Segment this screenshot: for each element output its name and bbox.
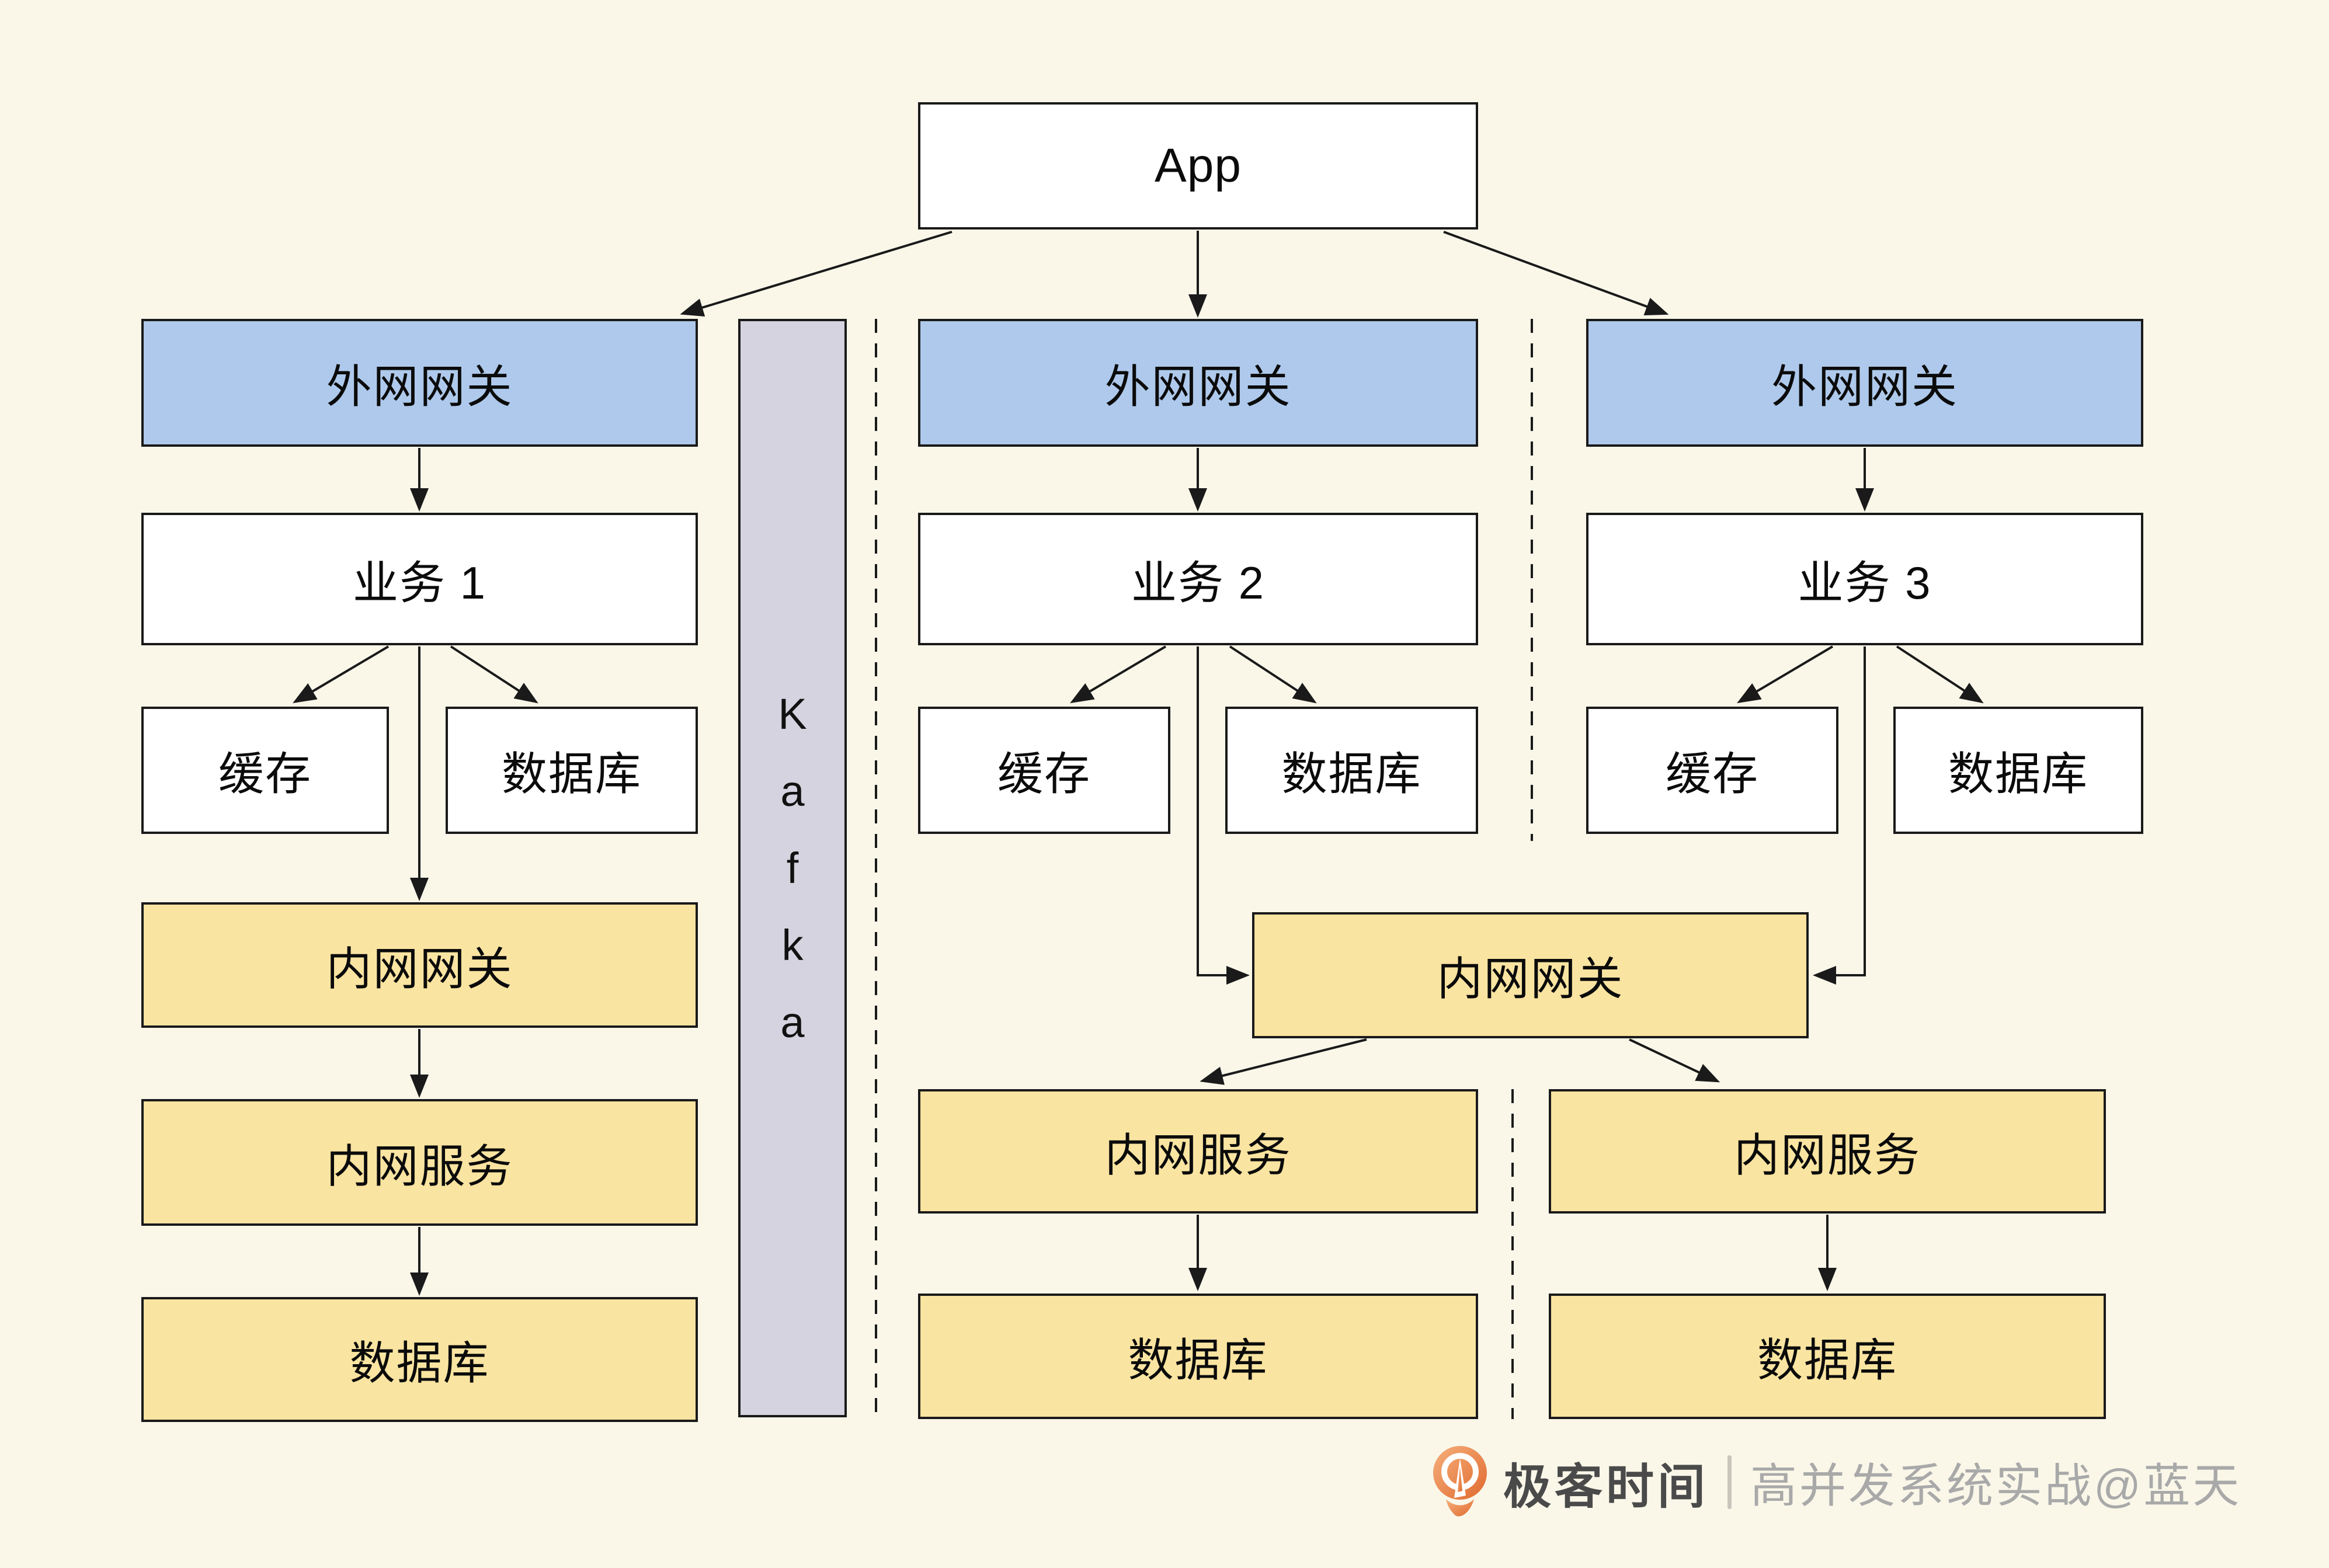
internal-service-box-1: 内网服务 <box>141 1099 698 1226</box>
database-label: 数据库 <box>1128 1334 1268 1386</box>
cache-label: 缓存 <box>218 748 312 799</box>
database-box-2: 数据库 <box>1225 707 1478 834</box>
internal-gateway-box-shared: 内网网关 <box>1252 912 1809 1038</box>
arrow-biz2-to-cache2 <box>1070 645 1167 704</box>
external-gateway-box-2: 外网网关 <box>918 319 1478 447</box>
arrow-biz3-to-db3 <box>1896 645 1984 704</box>
internal-service-box-3: 内网服务 <box>1549 1089 2106 1214</box>
biz3-label: 业务 3 <box>1798 557 1932 609</box>
biz2-label: 业务 2 <box>1131 557 1266 609</box>
internal-service-label: 内网服务 <box>326 1140 513 1192</box>
biz3-box: 业务 3 <box>1586 513 2143 645</box>
database-label: 数据库 <box>349 1337 490 1389</box>
arrow-app-to-gateway-left <box>680 231 953 317</box>
database-box-4: 数据库 <box>141 1297 698 1422</box>
arrow-biz3-to-cache3 <box>1737 645 1834 704</box>
footer-divider <box>1727 1455 1732 1509</box>
external-gateway-label: 外网网关 <box>1104 360 1292 412</box>
app-box: App <box>918 102 1478 230</box>
arrow-biz1-to-cache1 <box>293 645 390 704</box>
biz2-box: 业务 2 <box>918 513 1478 645</box>
external-gateway-box-3: 外网网关 <box>1586 319 2143 447</box>
database-box-5: 数据库 <box>918 1294 1478 1419</box>
internal-gateway-box-1: 内网网关 <box>141 902 698 1028</box>
internal-gateway-label: 内网网关 <box>1437 953 1624 1004</box>
cache-box-3: 缓存 <box>1586 707 1838 834</box>
biz1-label: 业务 1 <box>352 557 487 609</box>
database-box-6: 数据库 <box>1549 1294 2106 1419</box>
footer-brand-text: 极客时间 <box>1503 1460 1709 1514</box>
biz1-box: 业务 1 <box>141 513 698 645</box>
database-label: 数据库 <box>501 748 642 799</box>
cache-box-1: 缓存 <box>141 707 389 834</box>
external-gateway-box-1: 外网网关 <box>141 319 698 447</box>
cache-box-2: 缓存 <box>918 707 1170 834</box>
footer-credit-text: 高并发系统实战@蓝天 <box>1750 1460 2242 1512</box>
kafka-letter: a <box>780 766 805 815</box>
app-label: App <box>1155 139 1242 192</box>
cache-label: 缓存 <box>1665 748 1759 799</box>
internal-service-box-2: 内网服务 <box>918 1089 1478 1214</box>
arrow-app-to-gateway-right <box>1443 231 1669 315</box>
external-gateway-label: 外网网关 <box>1771 360 1958 412</box>
arrow-biz1-to-db1 <box>450 645 538 704</box>
arrow-shared-gateway-to-intsvc3 <box>1629 1038 1720 1083</box>
database-box-3: 数据库 <box>1893 707 2143 834</box>
arrow-biz2-to-db2 <box>1229 645 1317 704</box>
kafka-letter: a <box>780 997 805 1047</box>
kafka-letter: f <box>786 843 799 892</box>
internal-gateway-label: 内网网关 <box>326 943 513 995</box>
database-label: 数据库 <box>1281 748 1422 799</box>
arrow-shared-gateway-to-intsvc2 <box>1200 1038 1367 1085</box>
internal-service-label: 内网服务 <box>1733 1129 1921 1181</box>
kafka-letter: k <box>781 920 804 969</box>
kafka-bar: K a f k a <box>738 319 847 1417</box>
database-box-1: 数据库 <box>446 707 698 834</box>
arrow-biz3-to-shared-gateway <box>1813 646 1866 985</box>
internal-service-label: 内网服务 <box>1104 1129 1292 1181</box>
external-gateway-label: 外网网关 <box>326 360 513 412</box>
cache-label: 缓存 <box>997 748 1091 799</box>
database-label: 数据库 <box>1948 748 2088 799</box>
geektime-logo-icon <box>1433 1446 1487 1517</box>
arrow-biz2-to-shared-gateway <box>1197 646 1250 985</box>
database-label: 数据库 <box>1757 1334 1897 1386</box>
footer-watermark: 极客时间 高并发系统实战@蓝天 <box>1431 1438 2241 1527</box>
kafka-letter: K <box>778 689 807 738</box>
